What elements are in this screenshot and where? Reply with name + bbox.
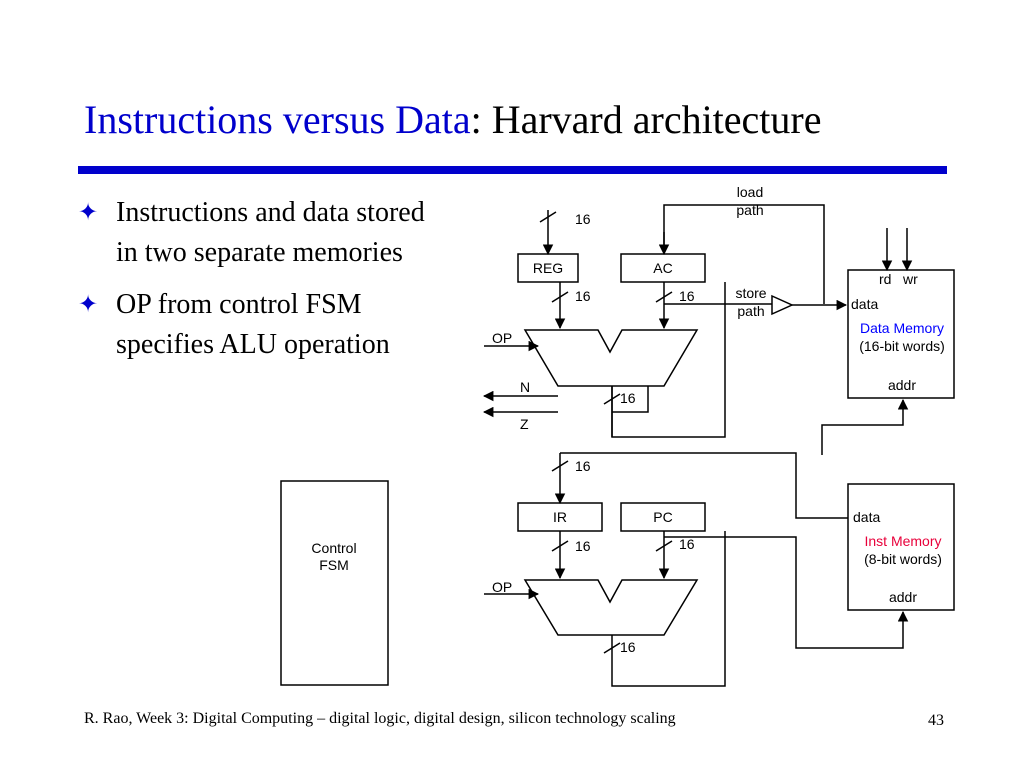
bullet-item: ✦ OP from control FSM specifies ALU oper… bbox=[78, 285, 518, 365]
bus-width-label: 16 bbox=[575, 211, 591, 227]
bus-slash bbox=[551, 460, 569, 472]
reg-box bbox=[517, 253, 579, 283]
data-port-label: data bbox=[851, 296, 878, 312]
ac-label: AC bbox=[653, 260, 672, 276]
reg-label: REG bbox=[533, 260, 563, 276]
store-label: store bbox=[735, 285, 766, 301]
alu-top bbox=[523, 329, 699, 387]
pc-box bbox=[620, 502, 706, 532]
star-bullet-icon: ✦ bbox=[78, 292, 99, 318]
fsm-label: FSM bbox=[319, 557, 349, 573]
title-underline bbox=[78, 166, 947, 174]
ac-box bbox=[620, 253, 706, 283]
bus-slash bbox=[551, 540, 569, 552]
z-flag-label: Z bbox=[520, 416, 529, 432]
control-fsm-box bbox=[280, 480, 389, 686]
bus-width-label: 16 bbox=[575, 458, 591, 474]
data-addr-wire bbox=[821, 398, 909, 455]
title-highlight: Instructions versus Data bbox=[84, 97, 471, 142]
bus-slash bbox=[655, 540, 673, 552]
bus-slash bbox=[655, 291, 673, 303]
bus-width-label: 16 bbox=[575, 288, 591, 304]
load-label: load bbox=[737, 184, 763, 200]
footer-text: R. Rao, Week 3: Digital Computing – digi… bbox=[84, 710, 676, 727]
path-label: path bbox=[737, 303, 764, 319]
bus-width-label: 16 bbox=[620, 390, 636, 406]
alu-bottom bbox=[523, 579, 699, 636]
wr-label: wr bbox=[902, 271, 918, 287]
inst-addr-label: addr bbox=[889, 589, 917, 605]
rd-label: rd bbox=[879, 271, 891, 287]
control-label: Control bbox=[311, 540, 356, 556]
bus-slash bbox=[539, 211, 557, 223]
bullet-list: ✦ Instructions and data stored in two se… bbox=[78, 193, 518, 377]
bus-width-label: 16 bbox=[575, 538, 591, 554]
pc-to-inst-addr-wire bbox=[664, 536, 909, 649]
bus-width-label: 16 bbox=[679, 536, 695, 552]
title-rest: : Harvard architecture bbox=[470, 97, 822, 142]
inst-memory-label: Inst Memory bbox=[864, 533, 941, 549]
bus-slash bbox=[603, 393, 621, 405]
n-flag-label: N bbox=[520, 379, 530, 395]
bullet-text: Instructions and data stored in two sepa… bbox=[116, 197, 425, 268]
bus-slash bbox=[551, 291, 569, 303]
bullet-text: OP from control FSM specifies ALU operat… bbox=[116, 289, 390, 360]
inst-data-bus bbox=[560, 452, 848, 519]
store-buffer bbox=[771, 294, 794, 316]
inst-memory-words: (8-bit words) bbox=[864, 551, 942, 567]
load-path-wire bbox=[663, 204, 825, 304]
bus-width-label: 16 bbox=[679, 288, 695, 304]
alu-output-branch bbox=[612, 386, 649, 413]
path-label: path bbox=[736, 202, 763, 218]
slide-title: Instructions versus Data: Harvard archit… bbox=[84, 96, 822, 143]
inst-memory-box bbox=[847, 483, 955, 611]
alu-output-bus bbox=[611, 282, 726, 438]
inst-data-port-label: data bbox=[853, 509, 880, 525]
data-memory-label: Data Memory bbox=[860, 320, 944, 336]
star-bullet-icon: ✦ bbox=[78, 200, 99, 226]
pc-label: PC bbox=[653, 509, 672, 525]
op-label-top: OP bbox=[492, 330, 512, 346]
bus-slash bbox=[603, 642, 621, 654]
data-addr-label: addr bbox=[888, 377, 916, 393]
page-number: 43 bbox=[928, 712, 944, 729]
data-memory-words: (16-bit words) bbox=[859, 338, 945, 354]
pc-update-bus bbox=[611, 531, 726, 687]
data-memory-box bbox=[847, 269, 955, 399]
op-label-bottom: OP bbox=[492, 579, 512, 595]
bullet-item: ✦ Instructions and data stored in two se… bbox=[78, 193, 518, 273]
ir-label: IR bbox=[553, 509, 567, 525]
bus-width-label: 16 bbox=[620, 639, 636, 655]
